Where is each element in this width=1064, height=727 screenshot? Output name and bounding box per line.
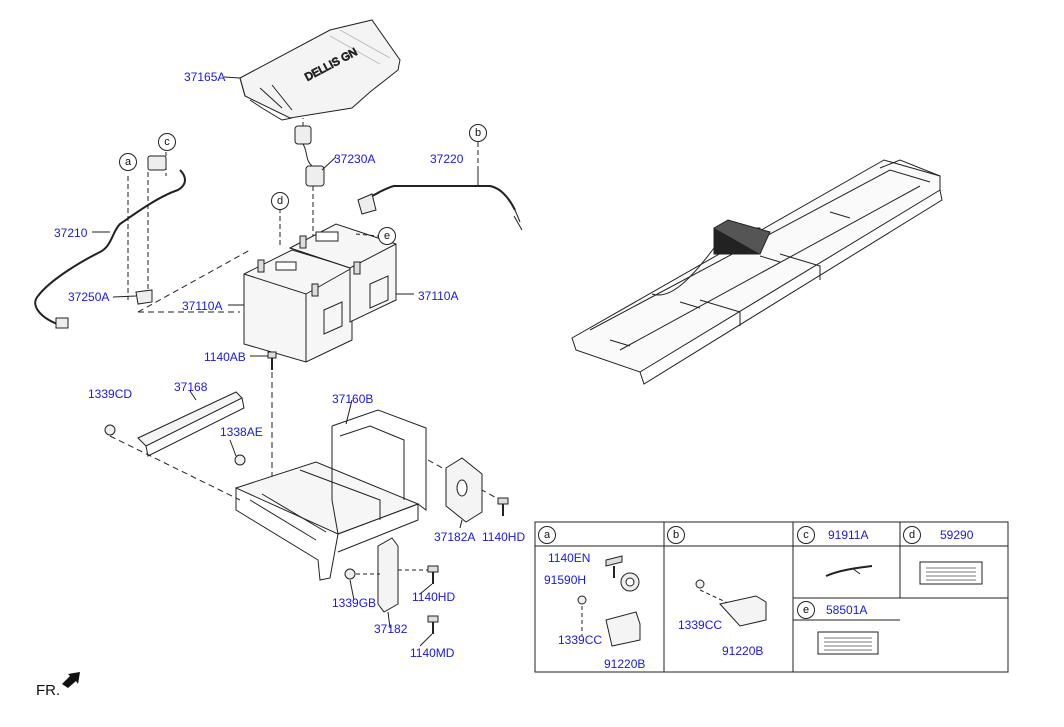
table-b-91220B: 91220B <box>722 644 764 658</box>
callout-37220: 37220 <box>430 152 464 166</box>
callout-37182: 37182 <box>374 622 408 636</box>
parts-table <box>534 521 1009 673</box>
callout-37182A: 37182A <box>434 530 476 544</box>
callout-1140HD-bottom: 1140HD <box>412 590 456 604</box>
callout-37250A: 37250A <box>68 290 110 304</box>
marker-a: a <box>119 153 137 171</box>
callout-1140MD: 1140MD <box>410 646 455 660</box>
callout-1140AB: 1140AB <box>204 350 246 364</box>
battery-left-drawing <box>243 249 353 363</box>
table-tag-e: e <box>797 601 815 619</box>
front-direction-label: FR. <box>36 682 61 699</box>
marker-b: b <box>469 124 487 142</box>
table-a-91590H: 91590H <box>544 573 587 587</box>
table-e-58501A: 58501A <box>826 603 868 617</box>
bolt-top-drawing <box>267 351 277 500</box>
cable-a-drawing <box>34 152 186 329</box>
table-tag-a: a <box>538 526 556 544</box>
table-tag-b: b <box>667 526 685 544</box>
table-tag-d: d <box>903 526 921 544</box>
table-tag-c: c <box>797 526 815 544</box>
bracket-right-drawing <box>445 457 509 523</box>
table-a-1339CC: 1339CC <box>558 633 603 647</box>
table-a-1140EN: 1140EN <box>548 551 591 565</box>
callout-37110A-left: 37110A <box>182 299 223 313</box>
callout-37160B: 37160B <box>332 392 374 406</box>
callout-1339GB: 1339GB <box>332 596 377 610</box>
callout-1339CD: 1339CD <box>88 387 133 401</box>
battery-cover-drawing: DELLIS GN <box>239 19 401 121</box>
table-a-91220B: 91220B <box>604 657 646 671</box>
callout-37168: 37168 <box>174 380 208 394</box>
bracket-bottom-drawing <box>344 537 439 634</box>
table-d-59290: 59290 <box>940 528 974 542</box>
table-c-91911A: 91911A <box>828 528 869 542</box>
vehicle-frame-drawing <box>571 159 943 385</box>
battery-right-drawing <box>279 200 397 323</box>
callout-37165A: 37165A <box>184 70 226 84</box>
callout-37230A: 37230A <box>334 152 376 166</box>
table-b-1339CC: 1339CC <box>678 618 723 632</box>
callout-1338AE: 1338AE <box>220 425 263 439</box>
callout-37110A-right: 37110A <box>418 289 459 303</box>
callout-37210: 37210 <box>54 226 88 240</box>
marker-d: d <box>271 192 289 210</box>
marker-e: e <box>378 227 396 245</box>
callout-1140HD-right: 1140HD <box>482 530 526 544</box>
leader-lines <box>92 76 479 647</box>
terminal-drawing <box>135 249 251 313</box>
clamp-drawing <box>104 391 246 501</box>
front-arrow-icon <box>62 672 80 688</box>
marker-c: c <box>158 133 176 151</box>
